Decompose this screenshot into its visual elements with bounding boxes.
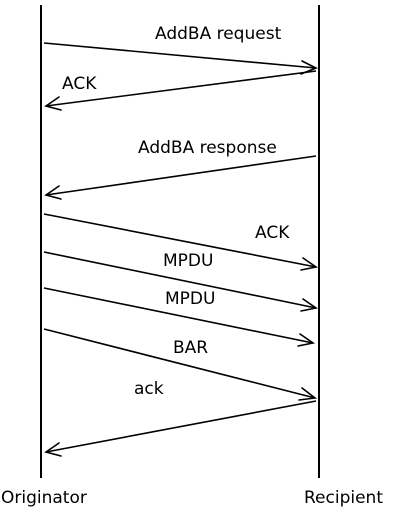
arrowhead-mpdu-1: [300, 298, 319, 312]
message-label-addba-request: AddBA request: [155, 24, 282, 44]
message-arrow-addba-request: [43, 42, 317, 69]
arrowhead-addba-response: [44, 185, 62, 200]
message-label-bar: BAR: [173, 338, 208, 358]
participant-label-recipient: Recipient: [304, 488, 383, 508]
message-arrow-addba-response: [45, 155, 317, 196]
arrowhead-bar: [298, 387, 318, 401]
message-arrow-mpdu-2: [43, 287, 314, 344]
message-arrow-ack-1: [45, 70, 317, 107]
message-arrow-ack-3: [45, 400, 317, 453]
message-label-ack-1: ACK: [62, 74, 97, 94]
participant-label-originator: Originator: [1, 488, 87, 508]
message-arrow-mpdu-1: [43, 251, 317, 309]
message-label-mpdu-1: MPDU: [163, 251, 213, 271]
arrowhead-ack-3: [44, 442, 62, 457]
arrowhead-ack-1: [44, 96, 62, 111]
message-arrow-bar: [43, 328, 316, 399]
message-label-ack-2: ACK: [255, 223, 290, 243]
message-arrow-ack-2: [43, 213, 317, 268]
message-label-ack-3: ack: [134, 379, 164, 399]
message-label-addba-response: AddBA response: [138, 138, 277, 158]
message-label-mpdu-2: MPDU: [165, 289, 215, 309]
arrowhead-ack-2: [300, 257, 319, 271]
arrowhead-mpdu-2: [297, 333, 316, 347]
